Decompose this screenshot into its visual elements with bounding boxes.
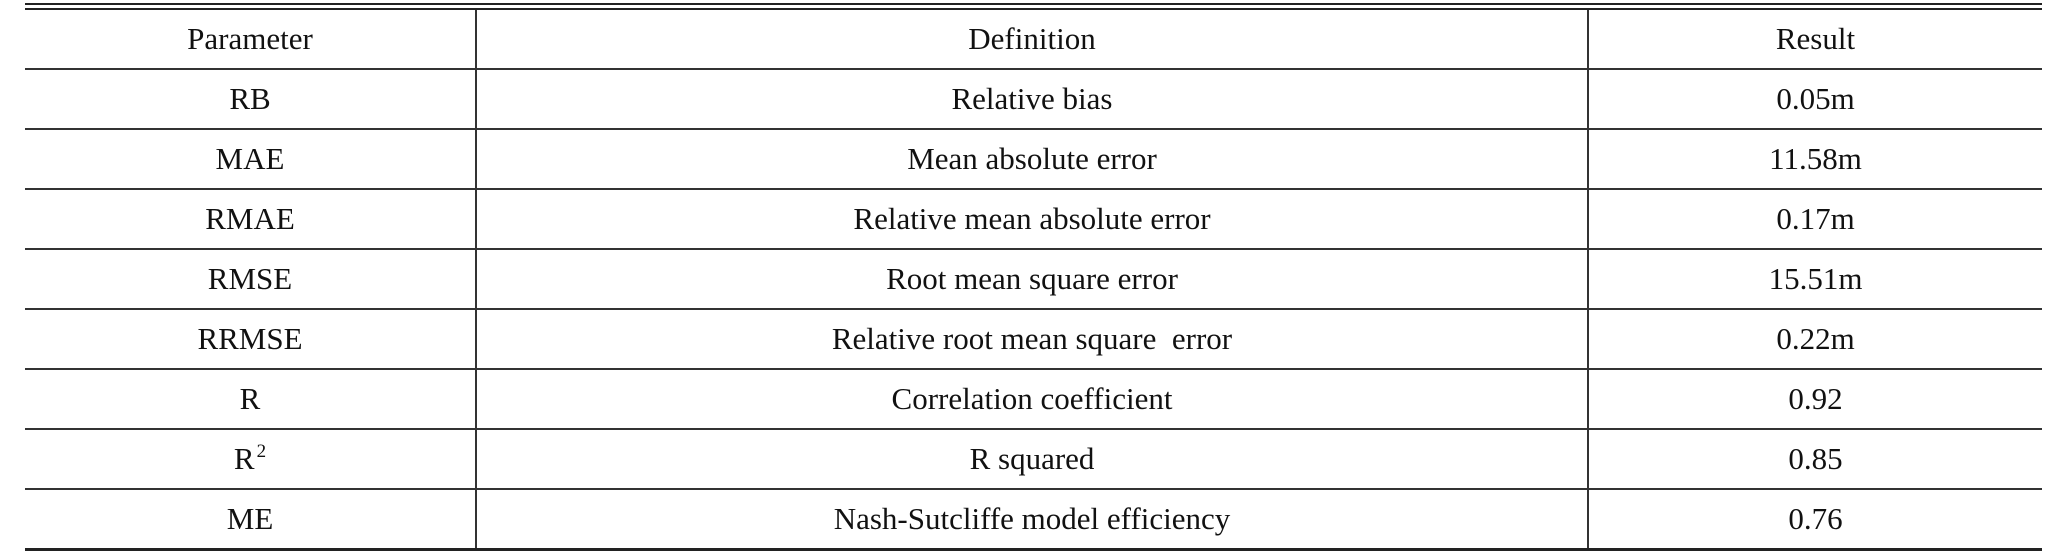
- cell-definition: R squared: [475, 429, 1589, 490]
- cell-result: 15.51m: [1588, 249, 2042, 310]
- cell-definition: Relative root mean square error: [475, 309, 1589, 370]
- table-row: RMAE Relative mean absolute error 0.17m: [25, 189, 2042, 250]
- cell-parameter: ME: [25, 489, 476, 551]
- parameter-superscript: 2: [256, 441, 267, 462]
- header-definition: Definition: [475, 10, 1589, 70]
- cell-result: 0.22m: [1588, 309, 2042, 370]
- table-row: ME Nash-Sutcliffe model efficiency 0.76: [25, 489, 2042, 551]
- table-header-row: Parameter Definition Result: [25, 10, 2042, 70]
- cell-result: 11.58m: [1588, 129, 2042, 190]
- cell-parameter: RRMSE: [25, 309, 476, 370]
- cell-parameter: RMAE: [25, 189, 476, 250]
- cell-parameter: RB: [25, 69, 476, 130]
- cell-definition: Correlation coefficient: [475, 369, 1589, 430]
- cell-parameter: R: [25, 369, 476, 430]
- table-row: RB Relative bias 0.05m: [25, 69, 2042, 130]
- results-table: Parameter Definition Result RB Relative …: [25, 10, 2042, 551]
- header-parameter: Parameter: [25, 10, 476, 70]
- table-row: RRMSE Relative root mean square error 0.…: [25, 309, 2042, 370]
- table-top-rule: [25, 3, 2042, 10]
- cell-definition: Mean absolute error: [475, 129, 1589, 190]
- header-result: Result: [1588, 10, 2042, 70]
- cell-parameter: RMSE: [25, 249, 476, 310]
- cell-parameter: MAE: [25, 129, 476, 190]
- cell-definition: Relative bias: [475, 69, 1589, 130]
- cell-result: 0.05m: [1588, 69, 2042, 130]
- cell-result: 0.92: [1588, 369, 2042, 430]
- cell-result: 0.17m: [1588, 189, 2042, 250]
- table-row: RMSE Root mean square error 15.51m: [25, 249, 2042, 310]
- table-row: MAE Mean absolute error 11.58m: [25, 129, 2042, 190]
- cell-definition: Nash-Sutcliffe model efficiency: [475, 489, 1589, 551]
- cell-definition: Relative mean absolute error: [475, 189, 1589, 250]
- cell-result: 0.76: [1588, 489, 2042, 551]
- cell-result: 0.85: [1588, 429, 2042, 490]
- parameter-base: R: [233, 441, 255, 476]
- results-table-container: Parameter Definition Result RB Relative …: [25, 0, 2042, 551]
- table-row: R Correlation coefficient 0.92: [25, 369, 2042, 430]
- cell-definition: Root mean square error: [475, 249, 1589, 310]
